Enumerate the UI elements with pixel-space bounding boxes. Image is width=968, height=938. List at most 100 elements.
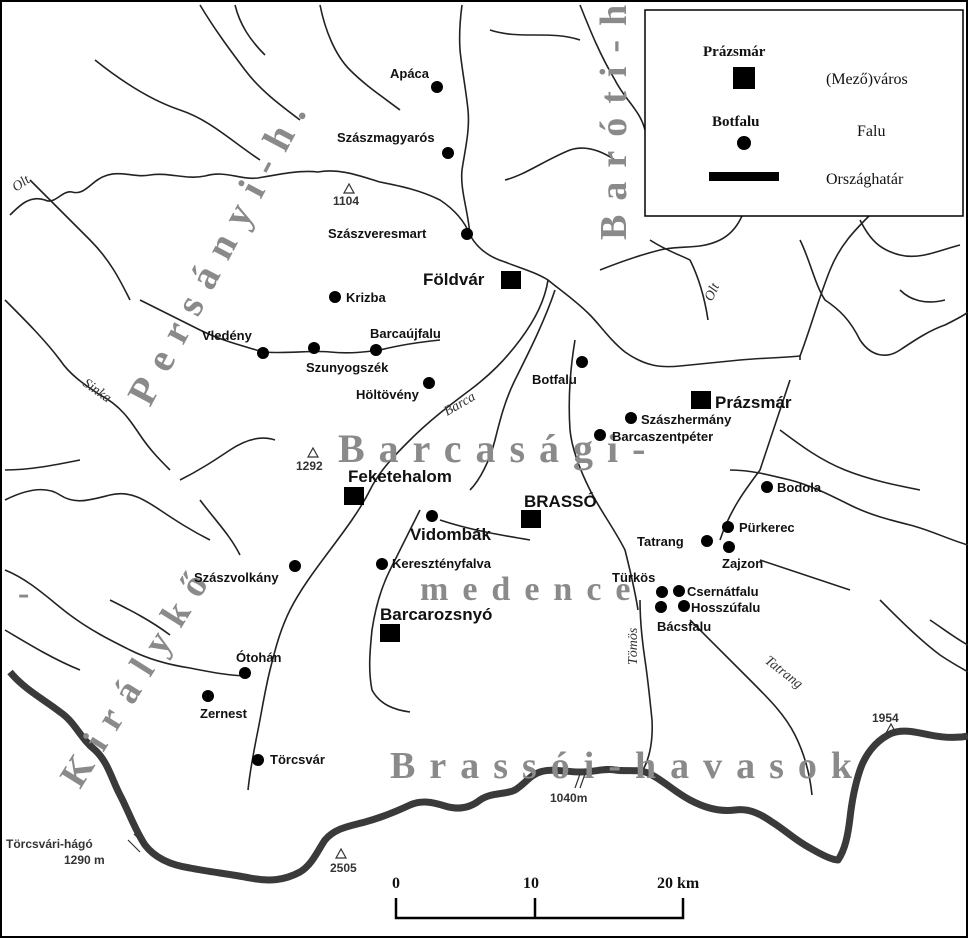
peak-triangle-icon	[342, 182, 356, 194]
pass-icon	[574, 773, 586, 789]
town-square-icon	[501, 271, 521, 289]
village-dot-icon	[761, 481, 773, 493]
village-dot-icon	[655, 601, 667, 613]
village-turkos: Türkös	[612, 570, 655, 585]
pass-torcsvari: Törcsvári-hágó	[6, 837, 93, 851]
village-dot-icon	[426, 510, 438, 522]
peak-triangle-icon	[306, 446, 320, 458]
village-vledeny: Vledény	[202, 328, 253, 343]
scale-bar: 0 10 20 km	[392, 875, 700, 920]
legend-box	[644, 9, 964, 217]
river-network	[4, 4, 968, 796]
village-torcsvar: Törcsvár	[270, 752, 325, 767]
village-dot-icon	[329, 291, 341, 303]
region-medence: medence	[420, 571, 645, 608]
village-dot-icon	[673, 585, 685, 597]
village-barcaszentpeter: Barcaszentpéter	[612, 429, 713, 444]
legend: Prázsmár (Mező)város Botfalu Falu Ország…	[644, 9, 964, 217]
village-krizba: Krizba	[346, 290, 387, 305]
peak-2505: 2505	[330, 861, 357, 875]
mountain-dash: -	[18, 575, 43, 612]
legend-border-desc: Országhatár	[826, 171, 904, 188]
legend-town-example: Prázsmár	[703, 44, 766, 60]
village-dot-icon	[701, 535, 713, 547]
legend-town-square-icon	[733, 67, 755, 89]
villages	[202, 81, 773, 766]
mountain-brassoi: Brassói-havasok	[390, 745, 866, 787]
village-dot-icon	[252, 754, 264, 766]
river-label-tomos: Tömös	[626, 627, 641, 665]
town-brasso: BRASSÓ	[524, 492, 597, 511]
village-dot-icon	[257, 347, 269, 359]
village-dot-icon	[625, 412, 637, 424]
village-bacsfalu: Bácsfalu	[657, 619, 711, 634]
towns	[344, 271, 711, 642]
river-tatrang	[689, 619, 813, 796]
peak-triangle-icon	[884, 722, 898, 734]
river-label-olt-east: Olt	[702, 280, 724, 304]
village-tatrang: Tatrang	[637, 534, 684, 549]
peak-triangle-icon	[334, 847, 348, 859]
scale-line	[394, 898, 685, 920]
village-hosszufalu: Hosszúfalu	[691, 600, 760, 615]
village-dot-icon	[723, 541, 735, 553]
peak-1292: 1292	[296, 459, 323, 473]
town-feketehalom: Feketehalom	[348, 467, 452, 486]
village-dot-icon	[202, 690, 214, 702]
village-dot-icon	[576, 356, 588, 368]
legend-village-dot-icon	[737, 136, 751, 150]
scale-label-10: 10	[523, 875, 539, 892]
village-kereszteny: Keresztényfalva	[392, 556, 492, 571]
town-barcarozsnyo: Barcarozsnyó	[380, 605, 492, 624]
town-square-icon	[691, 391, 711, 409]
village-dot-icon	[239, 667, 251, 679]
river-barca	[247, 279, 549, 791]
village-otohan: Ótohán	[236, 650, 282, 665]
river-label-sinka: Sinka	[80, 376, 114, 406]
village-vidombak: Vidombák	[410, 525, 491, 544]
village-dot-icon	[289, 560, 301, 572]
village-dot-icon	[594, 429, 606, 441]
country-border	[7, 669, 968, 884]
pass-icon	[127, 833, 147, 853]
mountain-baroti: Baróti-h.	[593, 0, 635, 240]
legend-town-desc: (Mező)város	[826, 71, 908, 88]
town-square-icon	[521, 510, 541, 528]
river-olt	[9, 170, 801, 368]
village-dot-icon	[423, 377, 435, 389]
peak-1104: 1104	[333, 194, 359, 208]
mountain-persanyi: Persányi-h.	[118, 83, 321, 412]
peaks: 1104 1292 1954 2505 1040m Törcsvári-hágó…	[6, 182, 899, 875]
mountain-kiralyko: Királykő	[52, 554, 224, 795]
river-tomos	[639, 599, 653, 776]
village-zajzon: Zajzon	[722, 556, 763, 571]
scale-label-20: 20 km	[657, 875, 700, 892]
river-label-olt-west: Olt	[10, 172, 34, 195]
town-prazsmar: Prázsmár	[715, 393, 792, 412]
village-szunyogszek: Szunyogszék	[306, 360, 389, 375]
town-square-icon	[344, 487, 364, 505]
village-bodola: Bodola	[777, 480, 822, 495]
village-dot-icon	[370, 344, 382, 356]
village-apaca: Apáca	[390, 66, 430, 81]
legend-village-example: Botfalu	[712, 114, 760, 130]
village-dot-icon	[431, 81, 443, 93]
village-barcaujfalu: Barcaújfalu	[370, 326, 441, 341]
scale-label-0: 0	[392, 875, 400, 892]
village-dot-icon	[442, 147, 454, 159]
legend-village-desc: Falu	[857, 123, 885, 140]
village-dot-icon	[308, 342, 320, 354]
pass-torcsvari-alt: 1290 m	[64, 853, 105, 867]
peak-1954: 1954	[872, 711, 899, 725]
town-foldvar: Földvár	[423, 270, 485, 289]
village-dot-icon	[376, 558, 388, 570]
village-dot-icon	[678, 600, 690, 612]
river-label-barca: Barca	[442, 390, 479, 420]
pass-1040: 1040m	[550, 791, 587, 805]
village-csernatfalu: Csernátfalu	[687, 584, 759, 599]
village-holtoveny: Höltövény	[356, 387, 420, 402]
town-square-icon	[380, 624, 400, 642]
